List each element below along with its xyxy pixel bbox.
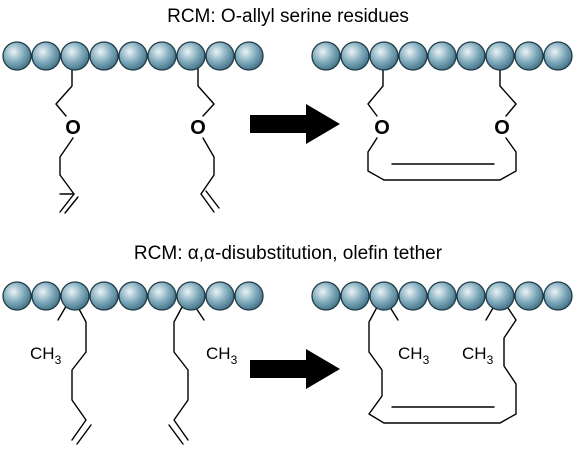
oxygen-atom-3: O — [374, 117, 390, 139]
ring-sidechain-right-upper — [499, 55, 517, 117]
top-right-macrocycle — [367, 55, 517, 181]
bottom-right-residue-bead — [456, 281, 486, 311]
top-left-residue-bead — [60, 41, 90, 71]
serine-sidechain-2-upper — [197, 55, 215, 117]
bottom-right-macrocycle — [368, 295, 517, 424]
ring-sidechain-left-upper — [367, 55, 384, 117]
bottom-right-residue-bead — [543, 281, 573, 311]
alpha-symbol-2: α — [204, 243, 215, 264]
bottom-left-residue-bead — [205, 281, 235, 311]
top-right-residue-bead — [514, 41, 544, 71]
methyl-label-4: CH3 — [462, 344, 494, 367]
methyl-label-2: CH3 — [206, 344, 238, 367]
top-right-residue-bead — [398, 41, 428, 71]
allyl-vinyl-2 — [200, 193, 215, 213]
allyl-double-bond-2 — [205, 190, 220, 209]
allyl-chain-2 — [200, 137, 215, 195]
bottom-right-residue-bead — [514, 281, 544, 311]
top-right-residue-bead — [340, 41, 370, 71]
olefin-tether-ring — [368, 295, 517, 424]
title-separator: , — [199, 243, 204, 264]
bottom-right-residue-bead — [427, 281, 457, 311]
peptide-chains — [2, 41, 573, 311]
alkenyl-chain-2 — [173, 295, 189, 441]
top-left-residue-bead — [147, 41, 177, 71]
oxygen-atom-2: O — [190, 117, 206, 139]
oxygen-atom-1: O — [65, 117, 81, 139]
alkenyl-double-bond-2 — [168, 424, 184, 445]
top-title: RCM: O-allyl serine residues — [167, 6, 409, 27]
bottom-title: RCM: α,α-disubstitution, olefin tether — [134, 243, 443, 264]
bottom-right-residue-bead — [485, 281, 515, 311]
bottom-right-residue-bead — [340, 281, 370, 311]
reaction-arrow-bottom — [250, 349, 340, 389]
allyl-double-bond-1 — [64, 196, 79, 214]
top-right-residue-bead — [427, 41, 457, 71]
bottom-left-residue-bead — [60, 281, 90, 311]
allyl-vinyl-1 — [59, 193, 75, 213]
bottom-right-residue-bead — [311, 281, 341, 311]
top-left-residue-bead — [31, 41, 61, 71]
top-right-residue-bead — [456, 41, 486, 71]
bottom-left-residue-bead — [234, 281, 264, 311]
bottom-right-residue-bead — [369, 281, 399, 311]
alpha-symbol-1: α — [188, 243, 199, 264]
top-right-residue-bead — [311, 41, 341, 71]
bottom-left-residue-bead — [118, 281, 148, 311]
alkenyl-chain-1 — [71, 295, 87, 441]
bottom-right-residue-bead — [398, 281, 428, 311]
bottom-title-prefix: RCM: — [134, 243, 188, 264]
allyl-chain-1 — [59, 137, 75, 195]
top-right-residue-bead — [543, 41, 573, 71]
bottom-left-side-chains — [57, 295, 205, 445]
reaction-arrow-top — [250, 104, 340, 144]
top-left-residue-bead — [2, 41, 32, 71]
bottom-left-residue-bead — [176, 281, 206, 311]
top-left-side-chains — [55, 55, 220, 214]
top-right-residue-bead — [369, 41, 399, 71]
top-left-residue-bead — [118, 41, 148, 71]
ring-tether — [367, 137, 517, 181]
oxygen-atom-4: O — [494, 117, 510, 139]
serine-sidechain-1-upper — [55, 55, 73, 117]
top-left-residue-bead — [89, 41, 119, 71]
methyl-label-3: CH3 — [398, 344, 430, 367]
bottom-left-residue-bead — [2, 281, 32, 311]
bottom-left-residue-bead — [31, 281, 61, 311]
top-right-residue-bead — [485, 41, 515, 71]
top-left-residue-bead — [205, 41, 235, 71]
bottom-left-residue-bead — [147, 281, 177, 311]
top-left-residue-bead — [176, 41, 206, 71]
bottom-title-suffix: -disubstitution, olefin tether — [215, 243, 443, 264]
alkenyl-double-bond-1 — [76, 424, 92, 445]
top-left-residue-bead — [234, 41, 264, 71]
methyl-label-1: CH3 — [30, 344, 62, 367]
bottom-left-residue-bead — [89, 281, 119, 311]
